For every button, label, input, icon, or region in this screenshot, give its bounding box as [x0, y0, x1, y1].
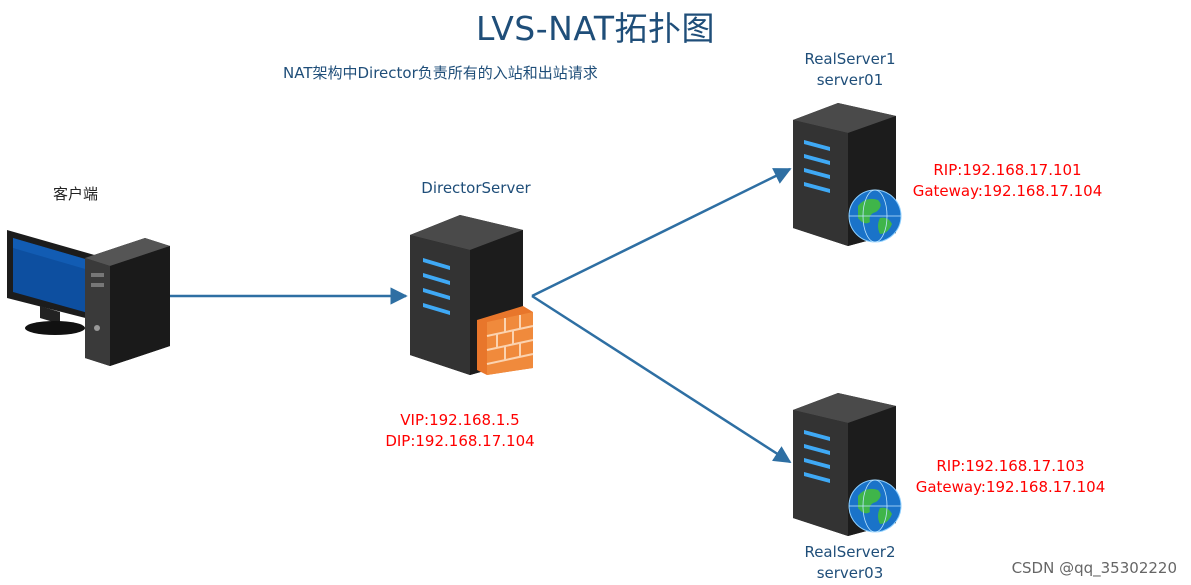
director-to-rs1-arrow: [531, 167, 792, 298]
globe-icon: [848, 479, 902, 533]
rs2-server-icon: [793, 393, 902, 536]
director-ip-block: VIP:192.168.1.5 DIP:192.168.17.104: [380, 410, 540, 452]
globe-icon: [848, 189, 902, 243]
rs2-rip: RIP:192.168.17.103: [936, 457, 1085, 475]
director-label: DirectorServer: [421, 179, 531, 197]
rs1-server-icon: [793, 103, 902, 246]
rs2-name: RealServer2: [804, 543, 896, 561]
diagram-title: LVS-NAT拓扑图: [475, 9, 716, 48]
rs2-host: server03: [816, 564, 884, 582]
director-vip: VIP:192.168.1.5: [400, 411, 520, 429]
director-server-icon: [410, 215, 534, 375]
rs1-rip: RIP:192.168.17.101: [933, 161, 1082, 179]
watermark: CSDN @qq_35302220: [1011, 559, 1177, 577]
rs1-gateway: Gateway:192.168.17.104: [912, 182, 1103, 200]
rs1-ip-block: RIP:192.168.17.101 Gateway:192.168.17.10…: [905, 160, 1110, 202]
rs1-label-block: RealServer1 server01: [785, 49, 915, 91]
rs1-host: server01: [816, 71, 884, 89]
rs1-name: RealServer1: [804, 50, 896, 68]
rs2-label-block: RealServer2 server03: [785, 542, 915, 584]
diagram-subtitle: NAT架构中Director负责所有的入站和出站请求: [283, 64, 598, 82]
firewall-icon: [477, 306, 534, 375]
client-label: 客户端: [53, 185, 99, 203]
rs2-ip-block: RIP:192.168.17.103 Gateway:192.168.17.10…: [908, 456, 1113, 498]
director-to-rs2-arrow: [531, 294, 792, 464]
rs2-gateway: Gateway:192.168.17.104: [915, 478, 1106, 496]
desktop-computer-icon: [7, 230, 170, 366]
director-dip: DIP:192.168.17.104: [385, 432, 535, 450]
